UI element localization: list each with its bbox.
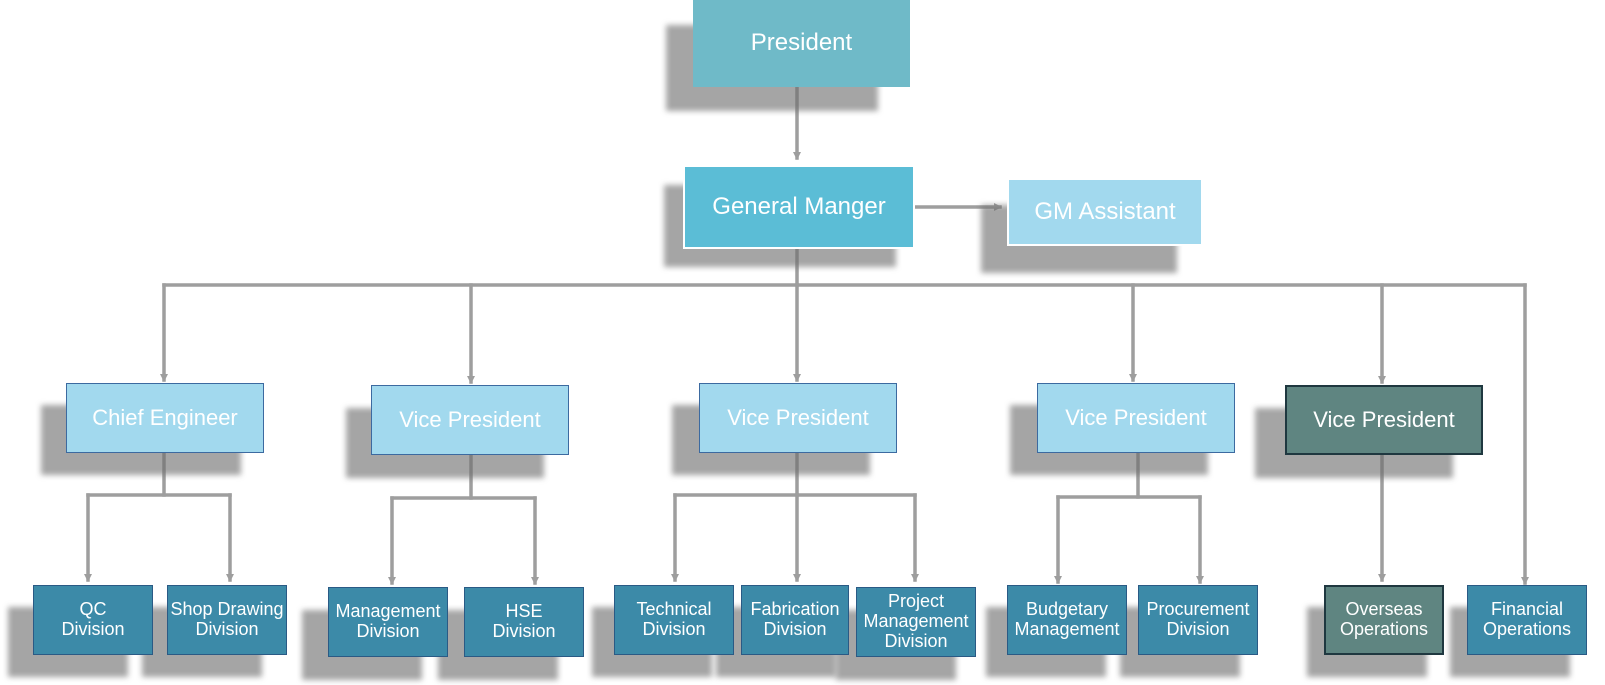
vice-president-box-4: Vice President xyxy=(1285,385,1483,455)
general-manager-label: General Manger xyxy=(712,192,886,220)
hse-division-label: HSE Division xyxy=(492,601,556,641)
management-division-label: Management Division xyxy=(335,601,441,641)
project-management-division-label: Project Management Division xyxy=(863,591,969,651)
president-label: President xyxy=(750,29,853,57)
vice-president-box-1: Vice President xyxy=(371,385,569,455)
financial-operations-box: Financial Operations xyxy=(1467,585,1587,655)
management-division-box: Management Division xyxy=(328,587,448,657)
fabrication-division-box: Fabrication Division xyxy=(741,585,849,655)
budgetary-management-box: Budgetary Management xyxy=(1007,585,1127,655)
overseas-operations-label: Overseas Operations xyxy=(1339,599,1429,639)
shop-drawing-division-label: Shop Drawing Division xyxy=(170,599,284,639)
procurement-division-box: Procurement Division xyxy=(1138,585,1258,655)
financial-operations-label: Financial Operations xyxy=(1482,599,1572,639)
vice-president-label-3: Vice President xyxy=(1065,404,1207,430)
general-manager-box: General Manger xyxy=(683,165,915,249)
gm-assistant-label: GM Assistant xyxy=(1034,197,1176,225)
chief-engineer-box: Chief Engineer xyxy=(66,383,264,453)
fabrication-division-label: Fabrication Division xyxy=(750,599,840,639)
qc-division-label: QC Division xyxy=(61,599,125,639)
vice-president-box-2: Vice President xyxy=(699,383,897,453)
procurement-division-label: Procurement Division xyxy=(1146,599,1250,639)
chief-engineer-label: Chief Engineer xyxy=(92,404,238,430)
vice-president-label-2: Vice President xyxy=(727,404,869,430)
project-management-division-box: Project Management Division xyxy=(856,587,976,657)
budgetary-management-label: Budgetary Management xyxy=(1014,599,1120,639)
qc-division-box: QC Division xyxy=(33,585,153,655)
technical-division-box: Technical Division xyxy=(614,585,734,655)
shop-drawing-division-box: Shop Drawing Division xyxy=(167,585,287,655)
gm-assistant-box: GM Assistant xyxy=(1007,178,1203,246)
vice-president-label-4: Vice President xyxy=(1313,406,1455,432)
hse-division-box: HSE Division xyxy=(464,587,584,657)
vice-president-label-1: Vice President xyxy=(399,406,541,432)
technical-division-label: Technical Division xyxy=(636,599,712,639)
president-box: President xyxy=(693,0,910,87)
overseas-operations-box: Overseas Operations xyxy=(1324,585,1444,655)
vice-president-box-3: Vice President xyxy=(1037,383,1235,453)
